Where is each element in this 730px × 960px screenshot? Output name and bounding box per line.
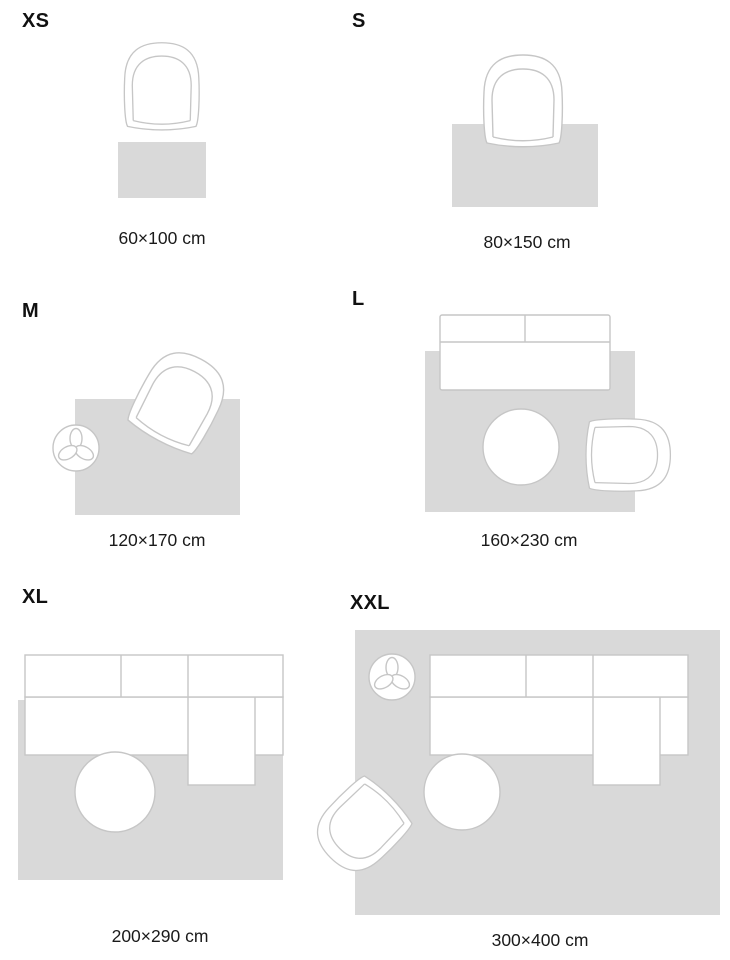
dimension-label-s: 80×150 cm <box>483 232 571 252</box>
coffee-table-icon <box>482 408 560 486</box>
size-label-xl: XL <box>22 586 49 608</box>
size-label-xxl: XXL <box>350 592 390 614</box>
panel-l <box>425 314 672 512</box>
panel-xl <box>18 654 284 880</box>
sofa-icon <box>439 314 611 391</box>
size-label-xs: XS <box>22 10 50 32</box>
panel-m <box>52 340 240 515</box>
coffee-table-icon <box>74 751 156 833</box>
coffee-table-icon <box>423 753 501 831</box>
panel-s <box>452 54 598 207</box>
dimension-label-xl: 200×290 cm <box>111 926 209 946</box>
size-label-m: M <box>22 300 39 322</box>
size-label-l: L <box>352 288 365 310</box>
armchair-icon <box>482 54 564 148</box>
rug-rectangle <box>118 142 206 198</box>
size-label-s: S <box>352 10 366 32</box>
armchair-icon <box>585 418 672 492</box>
dimension-label-xxl: 300×400 cm <box>491 930 589 950</box>
panel-xs <box>118 42 206 198</box>
dimension-label-xs: 60×100 cm <box>118 228 206 248</box>
dimension-label-m: 120×170 cm <box>108 530 206 550</box>
panel-xxl <box>303 630 720 915</box>
plant-icon <box>52 424 100 472</box>
plant-icon <box>368 653 416 701</box>
dimension-label-l: 160×230 cm <box>480 530 578 550</box>
armchair-icon <box>123 42 200 131</box>
